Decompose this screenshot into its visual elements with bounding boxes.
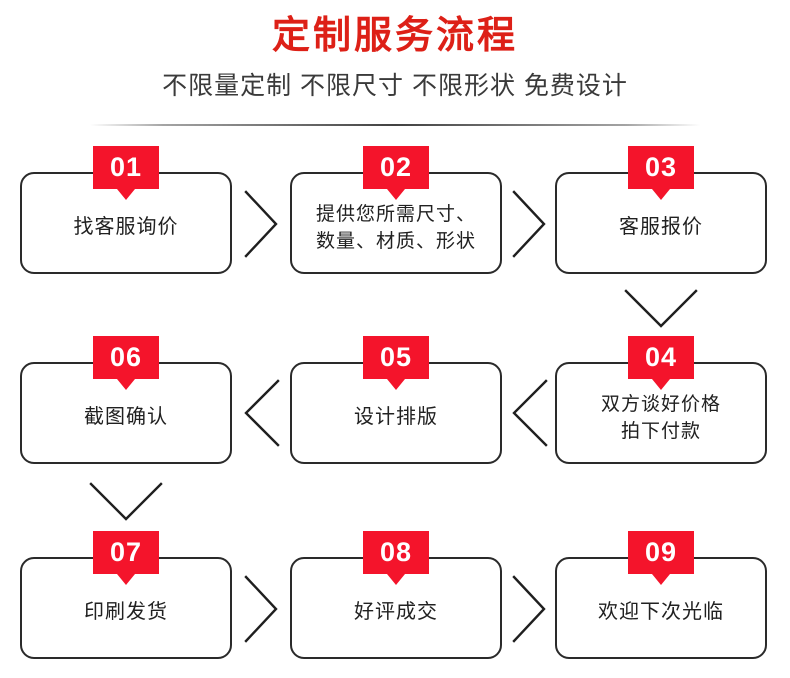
header-divider: [90, 124, 700, 126]
badge-pointer-icon: [387, 189, 405, 200]
step-badge-05: 05: [363, 336, 429, 390]
step-number-07: 07: [109, 537, 143, 567]
flow-step-01[interactable]: 01 找客服询价: [20, 146, 232, 274]
badge-pointer-icon: [117, 574, 135, 585]
step-badge-08: 08: [363, 531, 429, 585]
badge-pointer-icon: [117, 379, 135, 390]
flow-step-07[interactable]: 07 印刷发货: [20, 531, 232, 659]
connector-07-to-08: [240, 571, 284, 647]
badge-pointer-icon: [387, 574, 405, 585]
step-label-03: 客服报价: [619, 216, 703, 238]
flow-step-09[interactable]: 09 欢迎下次光临: [555, 531, 767, 659]
step-number-01: 01: [109, 152, 143, 182]
step-number-03: 03: [644, 152, 678, 182]
badge-pointer-icon: [117, 189, 135, 200]
flow-step-05[interactable]: 05 设计排版: [290, 336, 502, 464]
page-subtitle: 不限量定制 不限尺寸 不限形状 免费设计: [162, 72, 628, 100]
step-label-04: 双方谈好价格 拍下付款: [600, 394, 721, 442]
step-number-06: 06: [109, 342, 143, 372]
step-label-05: 设计排版: [354, 406, 438, 428]
step-number-02: 02: [379, 152, 413, 182]
connector-08-to-09: [508, 571, 552, 647]
step-badge-04: 04: [628, 336, 694, 390]
step-number-08: 08: [379, 537, 413, 567]
page-title: 定制服务流程: [271, 15, 518, 57]
connector-05-to-06: [238, 375, 284, 451]
step-label-02: 提供您所需尺寸、 数量、材质、形状: [315, 204, 476, 252]
step-number-05: 05: [379, 342, 413, 372]
connector-03-to-04: [620, 285, 702, 335]
step-badge-09: 09: [628, 531, 694, 585]
connector-02-to-03: [508, 186, 552, 262]
step-number-09: 09: [644, 537, 678, 567]
flow-step-03[interactable]: 03 客服报价: [555, 146, 767, 274]
step-label-06: 截图确认: [84, 406, 168, 428]
step-label-07: 印刷发货: [84, 601, 168, 623]
step-label-08: 好评成交: [354, 601, 438, 623]
step-badge-06: 06: [93, 336, 159, 390]
step-badge-02: 02: [363, 146, 429, 200]
connector-01-to-02: [240, 186, 284, 262]
flow-step-04[interactable]: 04 双方谈好价格 拍下付款: [555, 336, 767, 464]
step-label-01: 找客服询价: [73, 216, 179, 238]
badge-pointer-icon: [387, 379, 405, 390]
step-label-09: 欢迎下次光临: [598, 601, 724, 623]
page-header: 定制服务流程 不限量定制 不限尺寸 不限形状 免费设计: [0, 0, 790, 126]
step-badge-01: 01: [93, 146, 159, 200]
step-badge-03: 03: [628, 146, 694, 200]
step-number-04: 04: [644, 342, 678, 372]
flow-step-02[interactable]: 02 提供您所需尺寸、 数量、材质、形状: [290, 146, 502, 274]
badge-pointer-icon: [652, 379, 670, 390]
badge-pointer-icon: [652, 189, 670, 200]
badge-pointer-icon: [652, 574, 670, 585]
connector-04-to-05: [506, 375, 552, 451]
connector-06-to-07: [85, 478, 167, 528]
flow-step-08[interactable]: 08 好评成交: [290, 531, 502, 659]
step-badge-07: 07: [93, 531, 159, 585]
flow-step-06[interactable]: 06 截图确认: [20, 336, 232, 464]
